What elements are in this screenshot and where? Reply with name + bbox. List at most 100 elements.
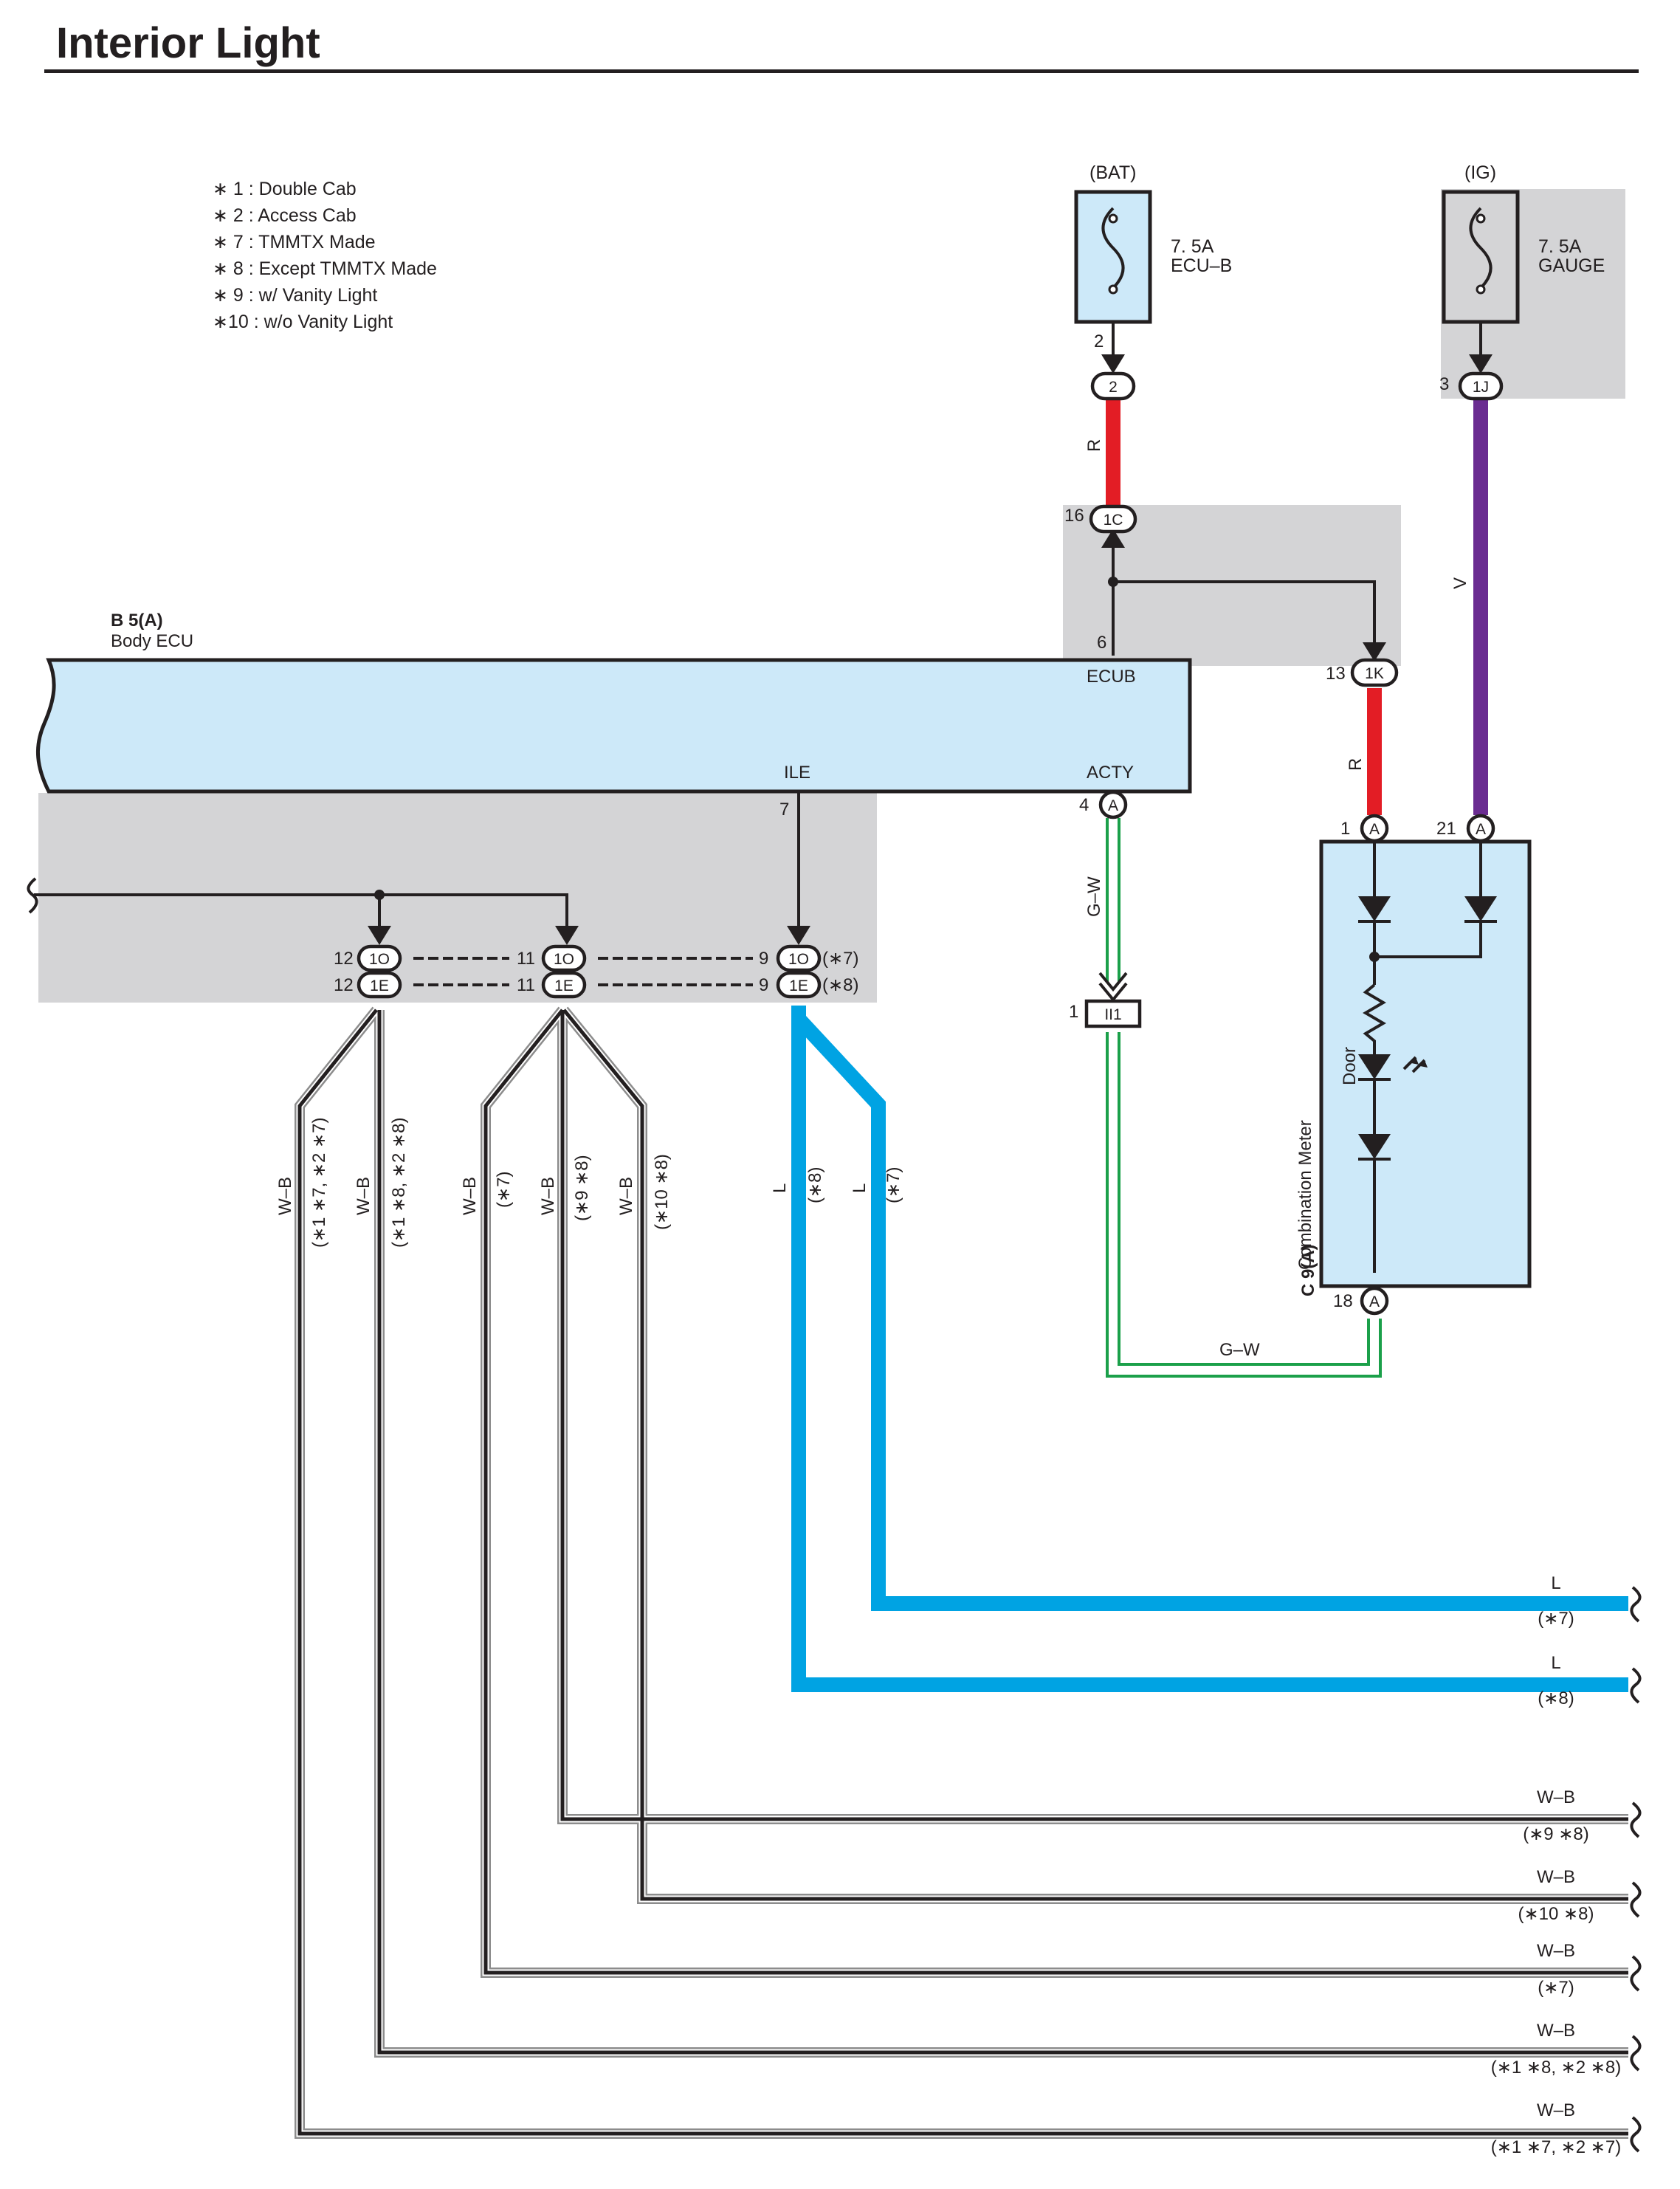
output-wire-1: L	[1551, 1573, 1560, 1593]
violet-wire	[1473, 397, 1488, 815]
ig-fuse-pin: 3	[1439, 374, 1449, 394]
combination-meter-code: C 9(A)	[1298, 1244, 1318, 1296]
connector-1o-11	[541, 944, 587, 972]
door-label: Door	[1340, 1047, 1360, 1085]
connector-1j	[1458, 371, 1504, 401]
fuse-ecu-b: (BAT) 7. 5A ECU–B 2	[1074, 162, 1232, 351]
ii1-chevron	[1098, 972, 1128, 1003]
bat-fuse-name: ECU–B	[1171, 255, 1232, 276]
pin-9-upper: 9	[759, 949, 768, 969]
break-marks-right	[1630, 1586, 1642, 2153]
meter-connector-21	[1466, 814, 1495, 843]
connector-1e-12	[357, 971, 402, 999]
bat-fuse-rating: 7. 5A	[1171, 236, 1214, 257]
ecub-pin: 6	[1097, 633, 1106, 653]
acty-connector-label: A	[1108, 797, 1118, 814]
break-mark-left	[27, 877, 38, 914]
note-1: ∗ 1 : Double Cab	[213, 179, 357, 199]
blue-wires	[791, 1006, 1628, 1692]
acty-connector	[1098, 790, 1128, 819]
vnote-wb-5: (∗10 ∗8)	[652, 1154, 672, 1230]
connector-1e-9	[776, 971, 822, 999]
output-note-6: (∗1 ∗8, ∗2 ∗8)	[1491, 2058, 1621, 2078]
ig-source-label: (IG)	[1464, 162, 1496, 183]
meter-pin-1: 1	[1340, 819, 1350, 839]
junction-dot-wb	[374, 890, 385, 900]
wb-wires	[295, 1006, 1628, 2139]
output-note-2: (∗8)	[1538, 1688, 1574, 1708]
connector-1c-pin: 16	[1064, 506, 1084, 526]
output-note-7: (∗1 ∗7, ∗2 ∗7)	[1491, 2137, 1621, 2157]
pin-11-lower: 11	[517, 975, 535, 995]
ig-fuse-rating: 7. 5A	[1538, 236, 1582, 257]
ecub-terminal: ECUB	[1087, 667, 1136, 687]
output-note-3: (∗9 ∗8)	[1523, 1824, 1589, 1844]
ig-fuse-name: GAUGE	[1538, 255, 1605, 276]
vnote-wb-3: (∗7)	[494, 1172, 514, 1208]
connector-1e-11	[541, 971, 587, 999]
meter-connector-18-label: A	[1369, 1293, 1380, 1310]
ile-pin: 7	[779, 800, 789, 819]
vlabel-wb-4: W–B	[538, 1177, 558, 1215]
connector-1k-pin: 13	[1326, 664, 1346, 684]
ii1-pin: 1	[1069, 1002, 1078, 1022]
note-9: ∗ 9 : w/ Vanity Light	[213, 285, 377, 306]
vnote-wb-1: (∗1 ∗7, ∗2 ∗7)	[309, 1118, 329, 1248]
connector-1c	[1089, 504, 1137, 534]
output-wire-6: W–B	[1537, 2021, 1575, 2041]
note-8: ∗ 8 : Except TMMTX Made	[213, 258, 437, 279]
vnote-wb-4: (∗9 ∗8)	[572, 1155, 592, 1221]
connector-1e-12-label: 1E	[370, 977, 389, 994]
meter-pin-21: 21	[1436, 819, 1456, 839]
note-2: ∗ 2 : Access Cab	[213, 205, 357, 226]
connector-1o-12	[357, 944, 402, 972]
fuse-gauge: (IG) 7. 5A GAUGE 3	[1439, 162, 1605, 394]
connector-1j-label: 1J	[1473, 379, 1489, 396]
title-rule	[44, 69, 1639, 73]
meter-pin-18: 18	[1333, 1291, 1353, 1311]
meter-connector-1	[1360, 814, 1389, 843]
note-10: ∗10 : w/o Vanity Light	[213, 312, 393, 332]
pin-12-upper: 12	[334, 949, 354, 969]
connector-1e-9-label: 1E	[789, 977, 808, 994]
connector-2-label: 2	[1109, 379, 1118, 396]
body-ecu-name: Body ECU	[111, 631, 193, 651]
connector-1k-label: 1K	[1365, 665, 1384, 682]
green-wire-acty	[1106, 818, 1382, 1378]
ile-terminal: ILE	[784, 763, 810, 783]
red-wire-upper	[1106, 397, 1120, 508]
connector-1e-9-note: (∗8)	[822, 975, 858, 995]
notes-legend: ∗ 1 : Double Cab ∗ 2 : Access Cab ∗ 7 : …	[213, 179, 437, 332]
pin-12-lower: 12	[334, 975, 354, 995]
connector-2	[1090, 371, 1136, 401]
output-note-4: (∗10 ∗8)	[1518, 1904, 1594, 1924]
acty-pin: 4	[1079, 795, 1089, 815]
page-title: Interior Light	[56, 19, 320, 67]
connector-1o-12-label: 1O	[369, 951, 390, 968]
vlabel-wb-5: W–B	[616, 1177, 636, 1215]
wire-label-gw-vertical: G–W	[1084, 876, 1104, 917]
vlabel-l-7: L	[850, 1183, 870, 1193]
connector-1o-9-note: (∗7)	[822, 949, 858, 969]
bat-fuse-pin: 2	[1094, 331, 1104, 351]
vnote-l-7: (∗7)	[884, 1167, 903, 1203]
body-ecu-box	[35, 658, 1192, 794]
vlabel-wb-1: W–B	[275, 1177, 295, 1215]
vnote-wb-2: (∗1 ∗8, ∗2 ∗8)	[389, 1118, 409, 1248]
connector-1o-9-label: 1O	[788, 951, 809, 968]
meter-connector-1-label: A	[1369, 821, 1380, 838]
vnote-l-8: (∗8)	[805, 1167, 825, 1203]
output-wire-2: L	[1551, 1653, 1560, 1673]
output-labels: L (∗7) L (∗8) W–B (∗9 ∗8) W–B (∗10 ∗8) W…	[1491, 1573, 1621, 2157]
combination-meter-name: Combination Meter	[1295, 1120, 1315, 1270]
connector-1o-9	[776, 944, 822, 972]
pin-11-upper: 11	[517, 949, 535, 969]
bat-source-label: (BAT)	[1089, 162, 1136, 183]
output-note-1: (∗7)	[1538, 1609, 1574, 1629]
junction-dot-1c	[1108, 577, 1118, 587]
vlabel-wb-2: W–B	[354, 1177, 373, 1215]
connector-1e-11-label: 1E	[554, 977, 574, 994]
combination-meter: Door C 9(A) Combination Meter	[1295, 839, 1532, 1296]
vlabel-wb-3: W–B	[460, 1177, 480, 1215]
